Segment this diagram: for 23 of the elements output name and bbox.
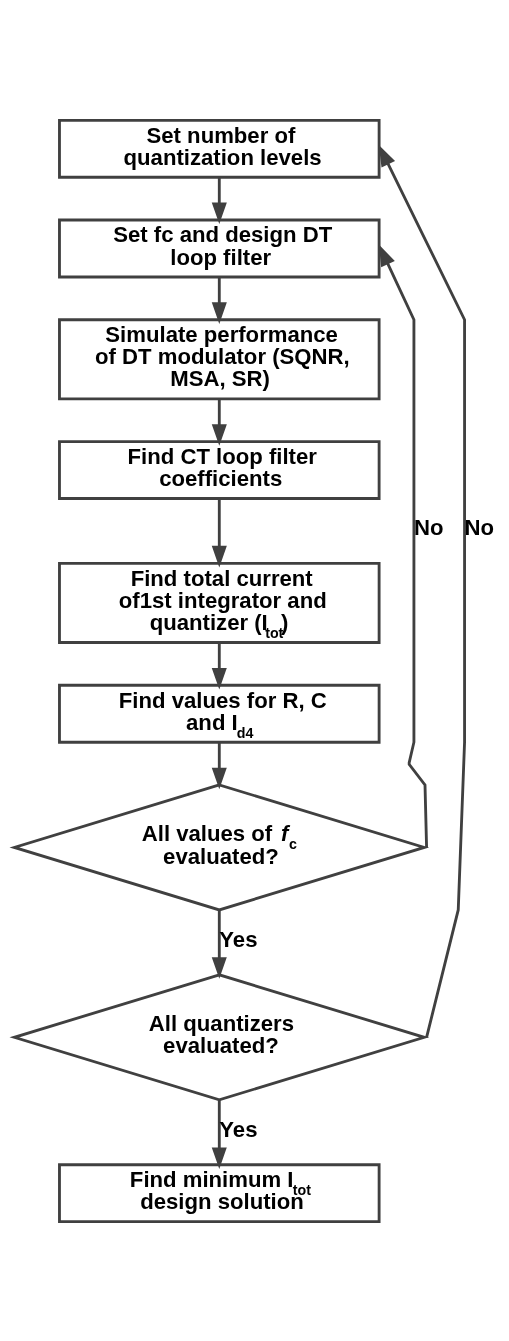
node-box: Find total current of1st integrator and quantizer (I$_{tot}$) <box>58 561 381 644</box>
edge-label: Yes <box>219 926 258 952</box>
arrow <box>211 398 227 446</box>
arrow <box>211 276 227 324</box>
node-box: Set fc and design DT loop filter <box>58 218 381 278</box>
arrow <box>211 498 227 567</box>
arrow <box>211 1099 227 1169</box>
arrow <box>211 741 227 789</box>
arrow <box>378 144 466 1038</box>
node-diamond: All quantizers evaluated? <box>9 972 430 1101</box>
node-box: Simulate performance of DT modulator (SQNR, MSA, SR) <box>58 317 381 400</box>
arrow <box>211 177 227 224</box>
node-box: Find minimum I$_{tot}$ design solution <box>58 1162 381 1223</box>
arrow <box>378 244 428 847</box>
node-diamond: All values of f$_{c}$ evaluated? <box>9 782 430 911</box>
node-box: Find values for R, C and I$_{d4}$ <box>58 683 381 744</box>
node-box: Find CT loop filter coefficients <box>58 439 381 500</box>
arrow <box>211 642 227 689</box>
arrow <box>211 909 227 979</box>
edge-label: Yes <box>219 1116 258 1142</box>
node-box: Set number of quantization levels <box>58 118 381 179</box>
edge-label: No <box>413 514 444 540</box>
edge-label: No <box>464 514 495 540</box>
